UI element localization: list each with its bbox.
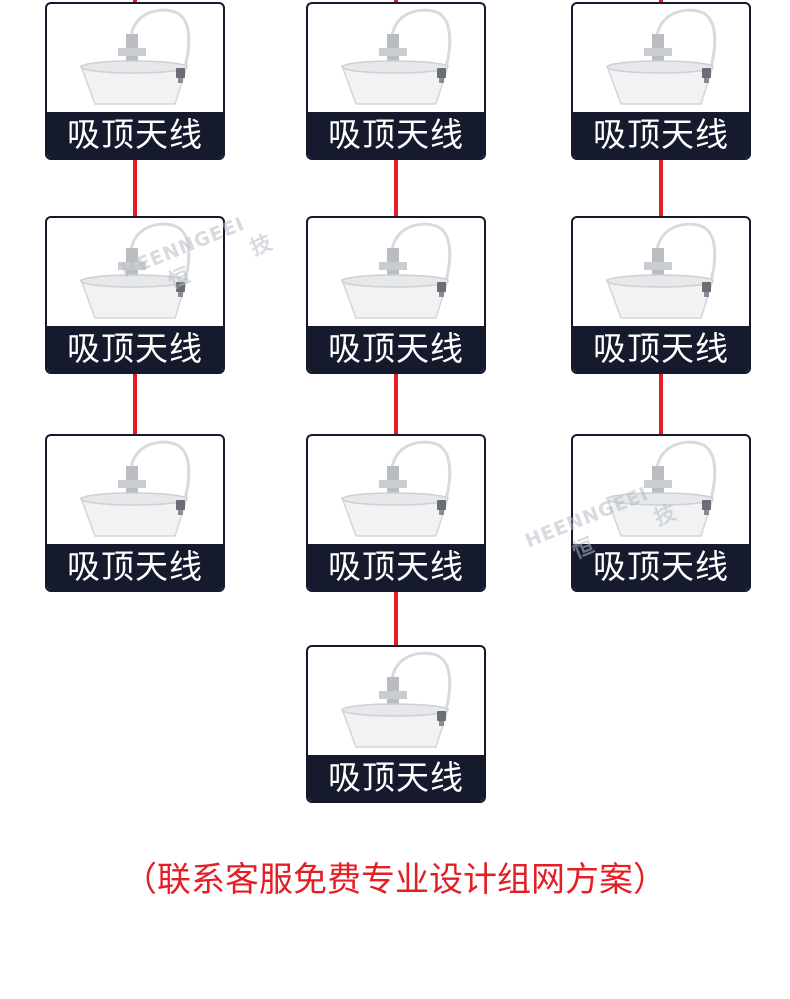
- ceiling-antenna-icon: [340, 8, 452, 105]
- ceiling-antenna-icon: [79, 440, 191, 537]
- antenna-label: 吸顶天线: [47, 326, 223, 372]
- ceiling-antenna-icon: [605, 8, 717, 105]
- connector-line: [659, 374, 663, 434]
- antenna-label: 吸顶天线: [308, 112, 484, 158]
- antenna-node-center-2: 吸顶天线: [306, 216, 486, 374]
- connector-line: [394, 374, 398, 434]
- ceiling-antenna-icon: [340, 651, 452, 748]
- antenna-node-left-1: 吸顶天线: [45, 2, 225, 160]
- connector-line: [394, 160, 398, 216]
- ceiling-antenna-icon: [79, 8, 191, 105]
- connector-line: [133, 160, 137, 216]
- antenna-label: 吸顶天线: [308, 326, 484, 372]
- antenna-label: 吸顶天线: [573, 326, 749, 372]
- antenna-node-center-1: 吸顶天线: [306, 2, 486, 160]
- antenna-label: 吸顶天线: [47, 112, 223, 158]
- antenna-label: 吸顶天线: [308, 755, 484, 801]
- ceiling-antenna-icon: [340, 440, 452, 537]
- contact-caption: （联系客服免费专业设计组网方案）: [123, 860, 667, 900]
- antenna-node-center-4: 吸顶天线: [306, 645, 486, 803]
- connector-line: [659, 160, 663, 216]
- antenna-node-right-1: 吸顶天线: [571, 2, 751, 160]
- connector-line: [133, 374, 137, 434]
- antenna-node-right-2: 吸顶天线: [571, 216, 751, 374]
- ceiling-antenna-icon: [79, 222, 191, 319]
- ceiling-antenna-icon: [605, 440, 717, 537]
- antenna-label: 吸顶天线: [573, 112, 749, 158]
- antenna-node-center-3: 吸顶天线: [306, 434, 486, 592]
- antenna-label: 吸顶天线: [308, 544, 484, 590]
- antenna-label: 吸顶天线: [47, 544, 223, 590]
- ceiling-antenna-icon: [340, 222, 452, 319]
- antenna-node-left-3: 吸顶天线: [45, 434, 225, 592]
- antenna-node-left-2: 吸顶天线: [45, 216, 225, 374]
- antenna-label: 吸顶天线: [573, 544, 749, 590]
- connector-line: [394, 592, 398, 645]
- antenna-node-right-3: 吸顶天线: [571, 434, 751, 592]
- ceiling-antenna-icon: [605, 222, 717, 319]
